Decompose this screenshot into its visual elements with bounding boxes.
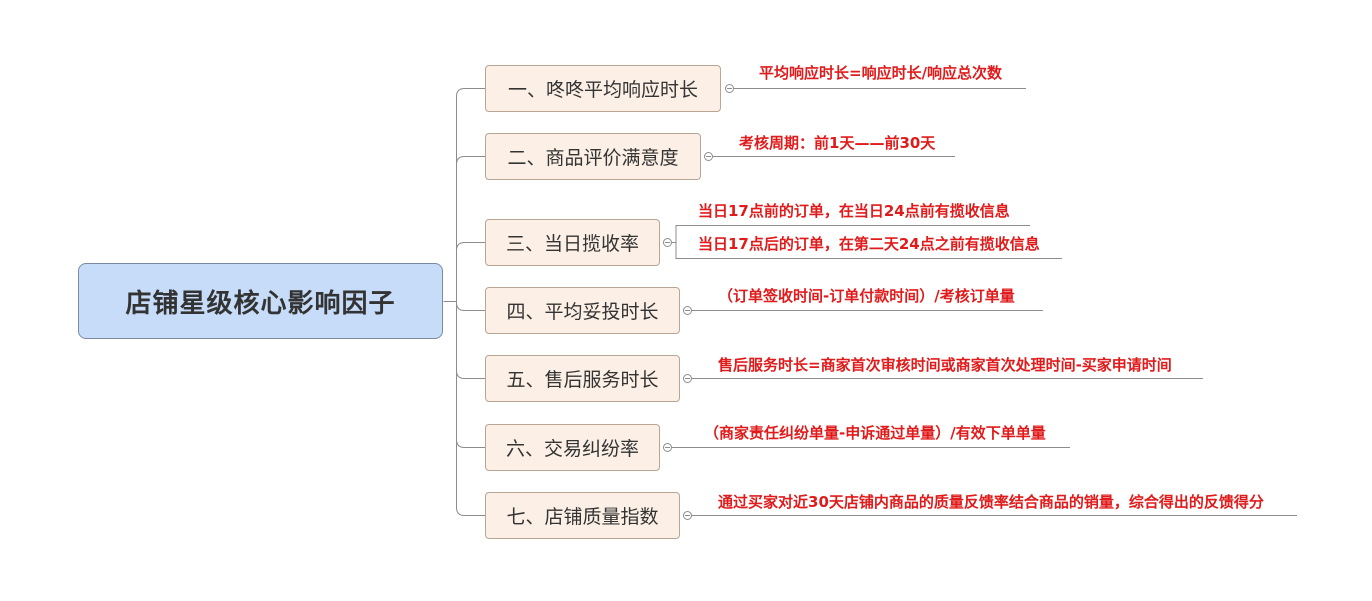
topic-2-label: 二、商品评价满意度 <box>507 147 679 169</box>
topic-6[interactable]: 六、交易纠纷率 <box>485 424 660 471</box>
topic-3-label: 三、当日揽收率 <box>505 233 639 255</box>
collapse-toggle-icon[interactable] <box>663 443 672 452</box>
branch-connector-3 <box>456 242 485 251</box>
topic-1-label: 一、咚咚平均响应时长 <box>507 79 698 101</box>
topic-5-label: 五、售后服务时长 <box>506 369 659 391</box>
collapse-toggle-icon[interactable] <box>725 84 734 93</box>
topic-1-note-1: 平均响应时长=响应时长/响应总次数 <box>759 64 1003 82</box>
topic-2-note-1: 考核周期：前1天——前30天 <box>739 134 936 152</box>
topic-7[interactable]: 七、店铺质量指数 <box>485 492 680 539</box>
root-topic[interactable]: 店铺星级核心影响因子 <box>78 263 443 339</box>
branch-connector-5 <box>456 370 485 379</box>
collapse-toggle-icon[interactable] <box>704 152 713 161</box>
topic-5-note-1: 售后服务时长=商家首次审核时间或商家首次处理时间-买家申请时间 <box>718 356 1172 374</box>
topic-3-note-2: 当日17点后的订单，在第二天24点之前有揽收信息 <box>698 235 1040 253</box>
root-topic-label: 店铺星级核心影响因子 <box>125 288 396 319</box>
topic-3[interactable]: 三、当日揽收率 <box>485 219 660 266</box>
collapse-toggle-icon[interactable] <box>663 238 672 247</box>
branch-connector-4 <box>456 302 485 311</box>
collapse-toggle-icon[interactable] <box>683 374 692 383</box>
branch-connector-1 <box>456 88 485 97</box>
collapse-toggle-icon[interactable] <box>683 511 692 520</box>
topic-2[interactable]: 二、商品评价满意度 <box>485 133 701 180</box>
topic-4[interactable]: 四、平均妥投时长 <box>485 287 680 334</box>
note-underline-4 <box>675 242 1062 259</box>
topic-7-note-1: 通过买家对近30天店铺内商品的质量反馈率结合商品的销量，综合得出的反馈得分 <box>718 493 1264 511</box>
topic-6-note-1: （商家责任纠纷单量-申诉通过单量）/有效下单单量 <box>704 424 1046 442</box>
topic-7-label: 七、店铺质量指数 <box>506 506 659 528</box>
branch-connector-6 <box>456 439 485 448</box>
branch-connector-7 <box>456 507 485 516</box>
topic-1[interactable]: 一、咚咚平均响应时长 <box>485 65 721 112</box>
branch-connector-2 <box>456 156 485 165</box>
topic-6-label: 六、交易纠纷率 <box>505 438 639 460</box>
topic-4-label: 四、平均妥投时长 <box>506 301 659 323</box>
note-underline-3 <box>672 225 1030 243</box>
topic-5[interactable]: 五、售后服务时长 <box>485 355 680 402</box>
topic-3-note-1: 当日17点前的订单，在当日24点前有揽收信息 <box>698 202 1010 220</box>
collapse-toggle-icon[interactable] <box>683 306 692 315</box>
topic-4-note-1: （订单签收时间-订单付款时间）/考核订单量 <box>718 287 1015 305</box>
